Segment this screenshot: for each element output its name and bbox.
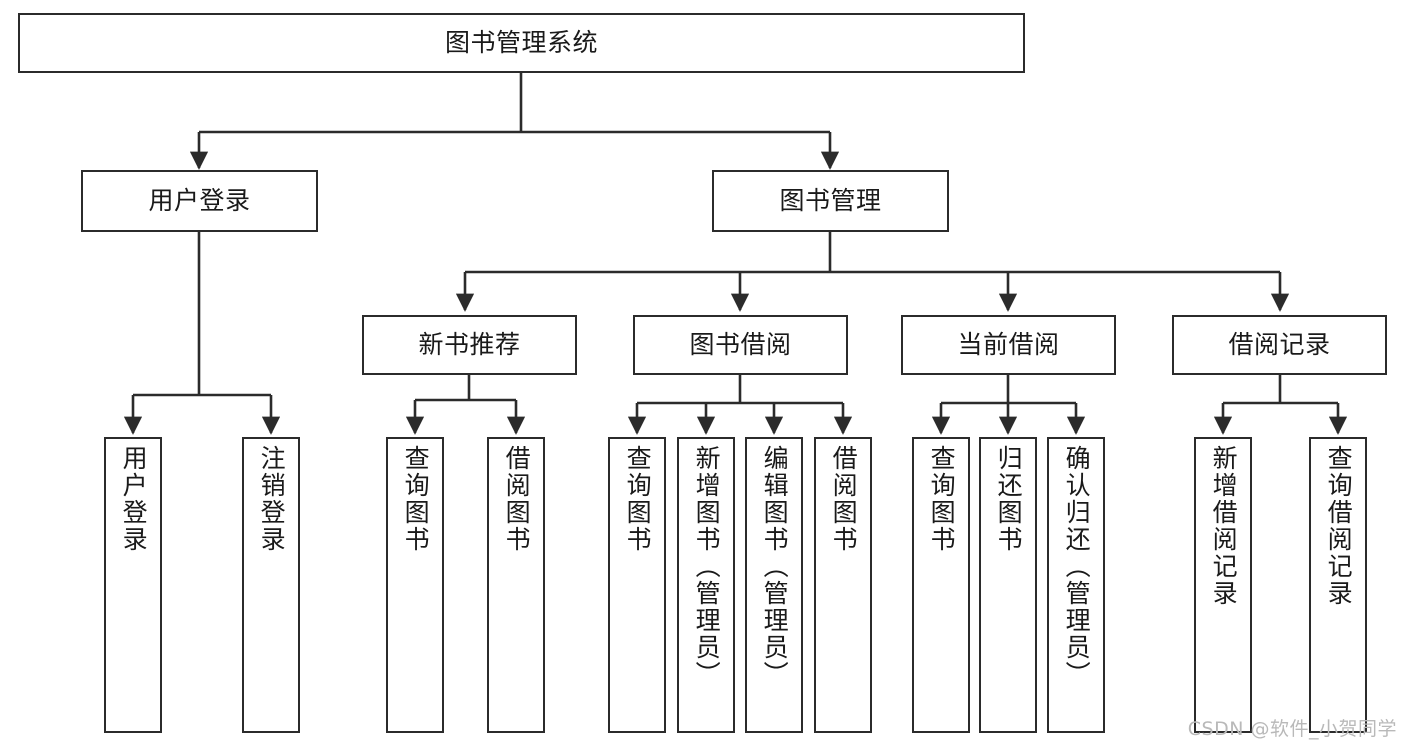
node-leaf-add-book-label: 新增图书（管理员） — [692, 445, 722, 688]
node-root-label: 图书管理系统 — [444, 27, 598, 57]
node-current-borrow[interactable]: 当前借阅 — [901, 315, 1116, 375]
node-book-borrow-label: 图书借阅 — [689, 329, 792, 359]
node-leaf-user-login-label: 用户登录 — [119, 445, 149, 553]
node-new-book-rec[interactable]: 新书推荐 — [362, 315, 577, 375]
csdn-watermark: CSDN @软件_小贺同学 — [1187, 718, 1397, 740]
node-leaf-query-book-1-label: 查询图书 — [401, 445, 431, 553]
node-leaf-borrow-book-1[interactable]: 借阅图书 — [487, 437, 545, 733]
node-leaf-query-book-3-label: 查询图书 — [927, 445, 957, 553]
node-leaf-query-book-2[interactable]: 查询图书 — [608, 437, 666, 733]
node-leaf-borrow-book-1-label: 借阅图书 — [502, 445, 532, 553]
node-leaf-user-login[interactable]: 用户登录 — [104, 437, 162, 733]
node-leaf-query-record-label: 查询借阅记录 — [1324, 445, 1354, 607]
node-book-manage[interactable]: 图书管理 — [712, 170, 949, 232]
node-leaf-edit-book[interactable]: 编辑图书（管理员） — [745, 437, 803, 733]
node-book-manage-label: 图书管理 — [779, 185, 882, 215]
node-leaf-query-book-3[interactable]: 查询图书 — [912, 437, 970, 733]
node-user-login[interactable]: 用户登录 — [81, 170, 318, 232]
node-borrow-record-label: 借阅记录 — [1228, 329, 1331, 359]
node-leaf-user-logout[interactable]: 注销登录 — [242, 437, 300, 733]
node-new-book-rec-label: 新书推荐 — [418, 329, 521, 359]
node-leaf-edit-book-label: 编辑图书（管理员） — [760, 445, 790, 688]
node-leaf-user-logout-label: 注销登录 — [257, 445, 287, 553]
node-leaf-add-book[interactable]: 新增图书（管理员） — [677, 437, 735, 733]
node-leaf-query-record[interactable]: 查询借阅记录 — [1309, 437, 1367, 733]
node-leaf-borrow-book-2[interactable]: 借阅图书 — [814, 437, 872, 733]
node-leaf-add-record[interactable]: 新增借阅记录 — [1194, 437, 1252, 733]
node-leaf-borrow-book-2-label: 借阅图书 — [829, 445, 859, 553]
node-leaf-query-book-2-label: 查询图书 — [623, 445, 653, 553]
node-user-login-label: 用户登录 — [148, 185, 251, 215]
node-leaf-return-book-label: 归还图书 — [994, 445, 1024, 553]
node-borrow-record[interactable]: 借阅记录 — [1172, 315, 1387, 375]
node-book-borrow[interactable]: 图书借阅 — [633, 315, 848, 375]
node-root[interactable]: 图书管理系统 — [18, 13, 1025, 73]
node-leaf-query-book-1[interactable]: 查询图书 — [386, 437, 444, 733]
node-leaf-add-record-label: 新增借阅记录 — [1209, 445, 1239, 607]
node-leaf-confirm-return-label: 确认归还（管理员） — [1062, 445, 1092, 688]
node-current-borrow-label: 当前借阅 — [957, 329, 1060, 359]
node-leaf-return-book[interactable]: 归还图书 — [979, 437, 1037, 733]
node-leaf-confirm-return[interactable]: 确认归还（管理员） — [1047, 437, 1105, 733]
